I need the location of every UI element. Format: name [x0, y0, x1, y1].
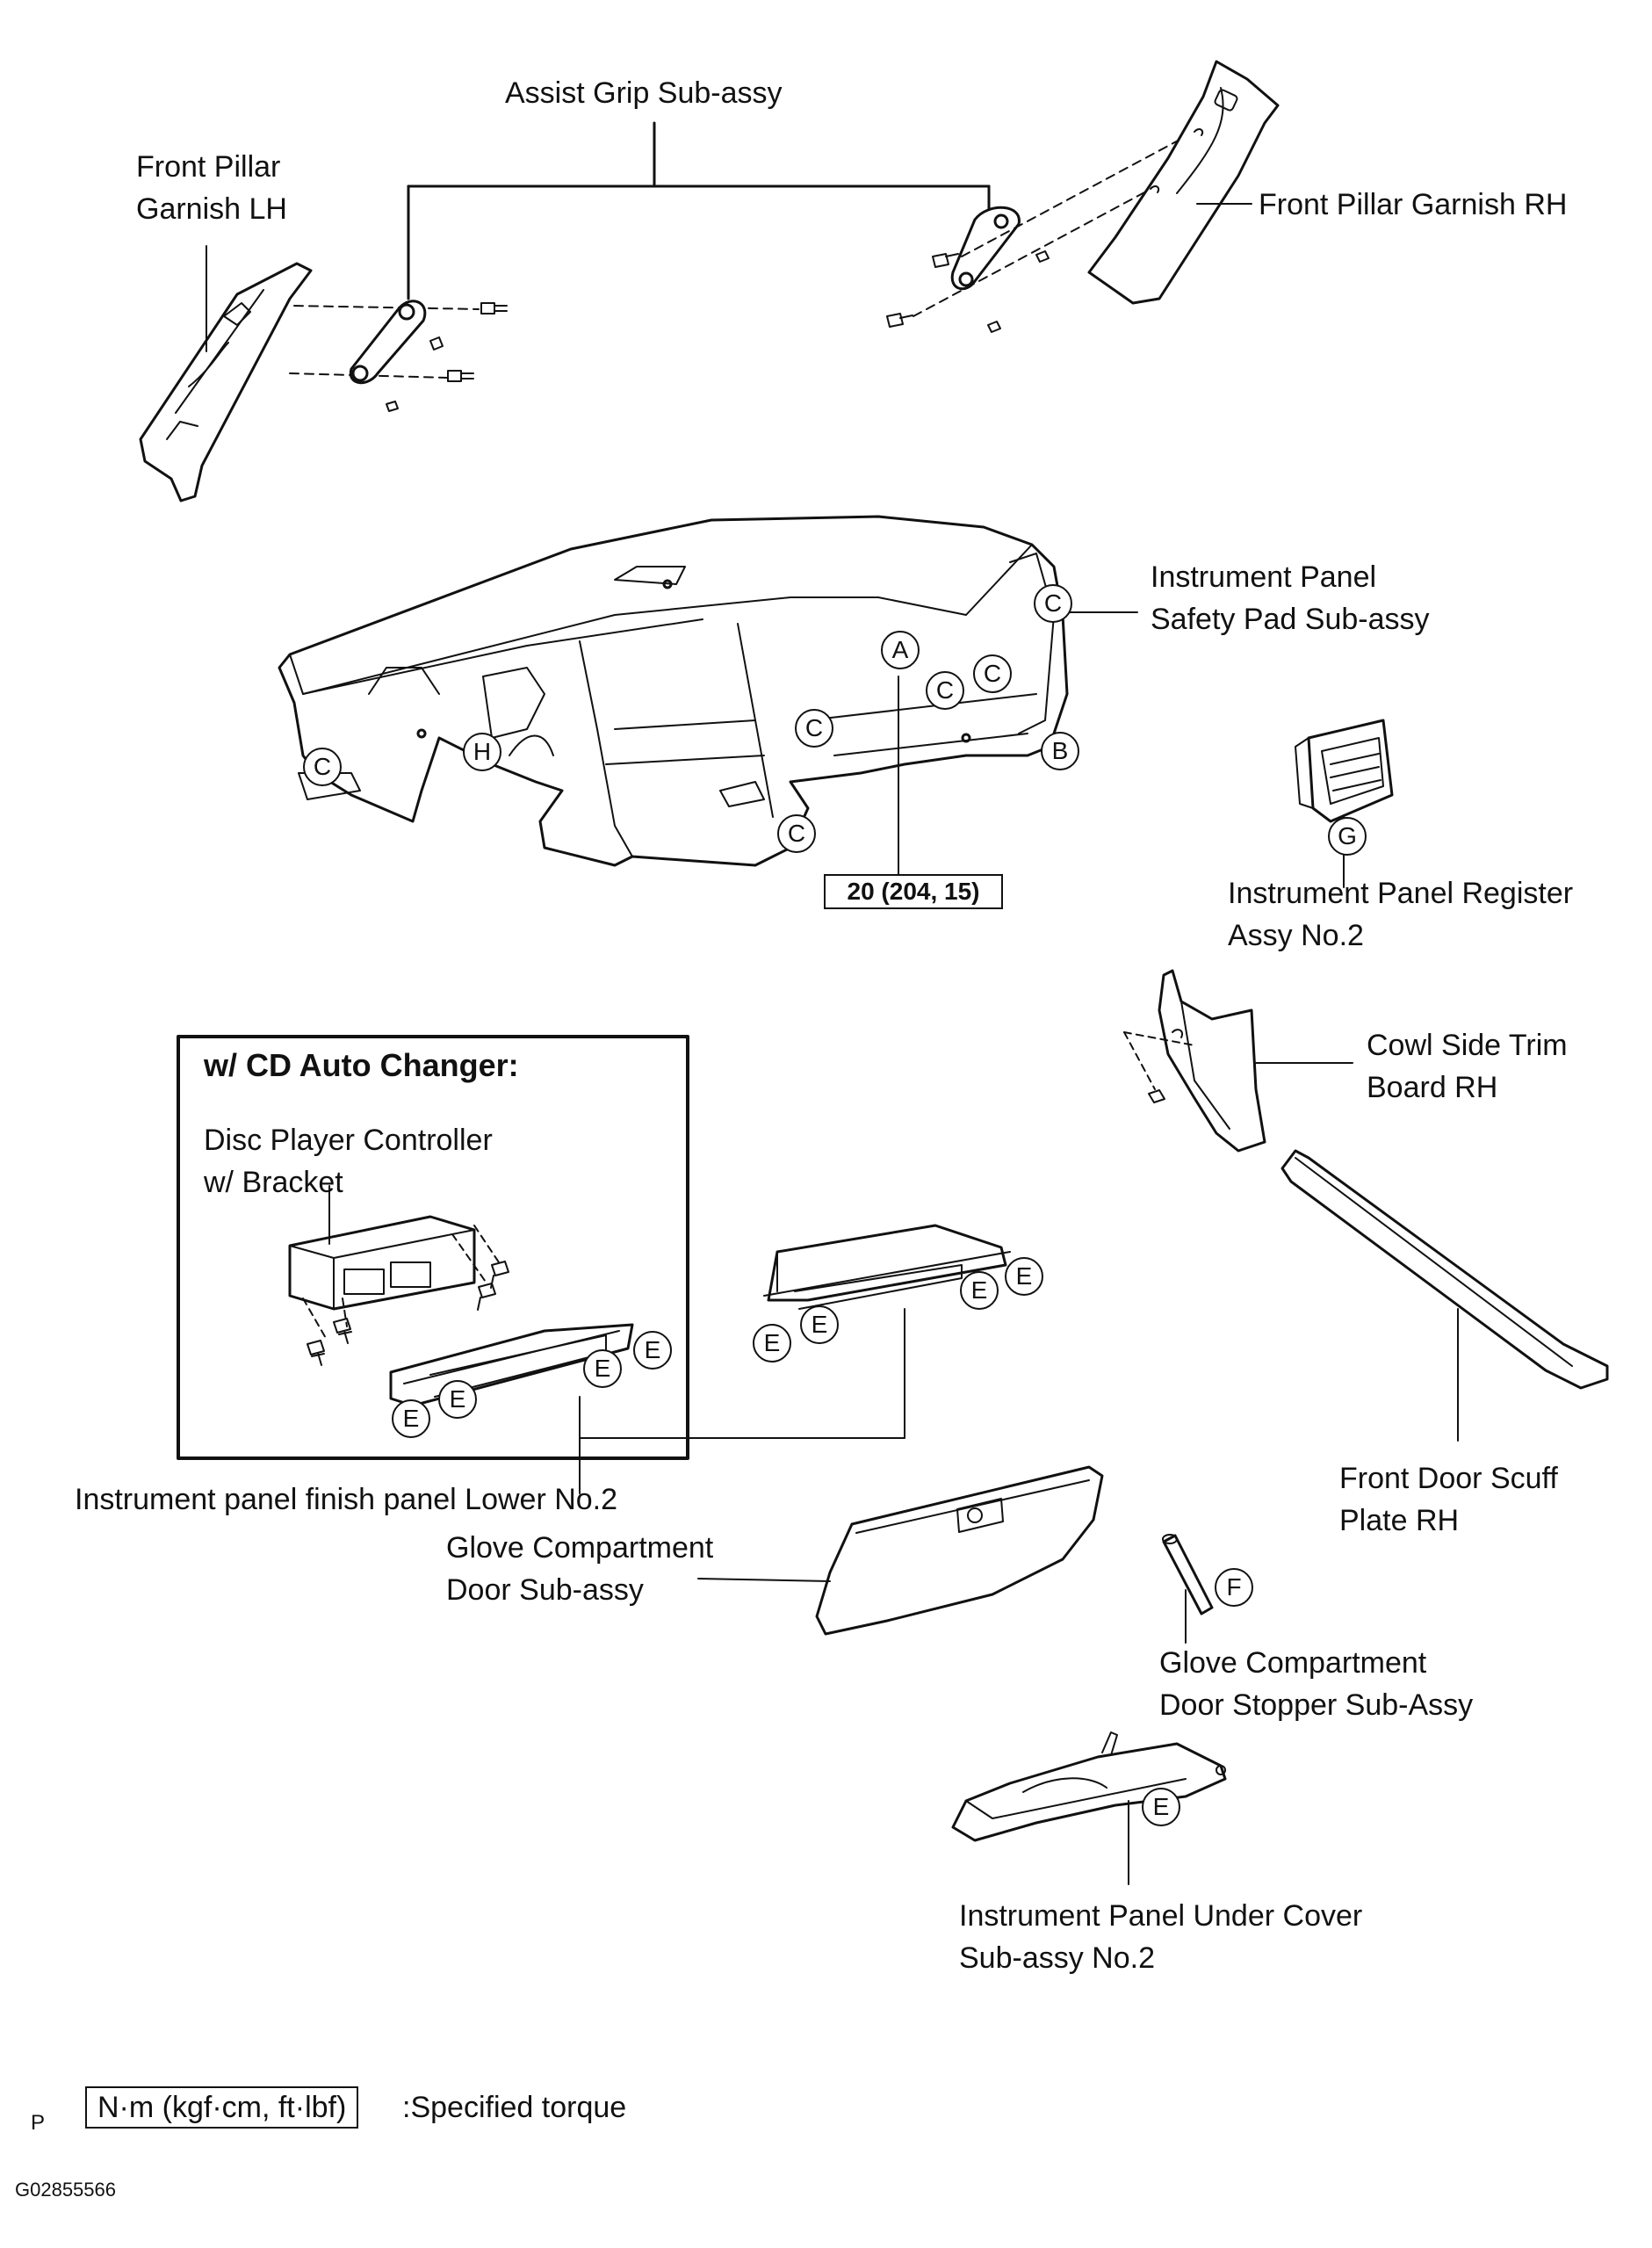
callout-c: C — [926, 671, 964, 710]
callout-e: E — [392, 1399, 430, 1438]
torque-legend-description: :Specified torque — [402, 2091, 627, 2124]
register-label: Instrument Panel Register Assy No.2 — [1228, 872, 1573, 957]
register-line2: Assy No.2 — [1228, 919, 1364, 952]
under-cover-label: Instrument Panel Under Cover Sub-assy No… — [959, 1895, 1362, 1979]
safety-pad-line2: Safety Pad Sub-assy — [1151, 603, 1430, 636]
glove-stopper-line1: Glove Compartment — [1159, 1646, 1427, 1680]
disc-player-controller-part — [288, 1185, 509, 1366]
callout-e: E — [800, 1305, 839, 1344]
front-pillar-garnish-lh-part — [139, 245, 480, 502]
front-pillar-garnish-lh-label: Front Pillar Garnish LH — [136, 146, 287, 230]
cowl-side-trim-line1: Cowl Side Trim — [1367, 1029, 1568, 1062]
cowl-side-trim-label: Cowl Side Trim Board RH — [1367, 1024, 1568, 1109]
safety-pad-label: Instrument Panel Safety Pad Sub-assy — [1151, 556, 1430, 640]
callout-h: H — [463, 733, 501, 771]
instrument-panel-register-part — [1295, 719, 1394, 888]
callout-b: B — [1041, 732, 1079, 770]
scuff-plate-label: Front Door Scuff Plate RH — [1339, 1457, 1558, 1542]
under-cover-line2: Sub-assy No.2 — [959, 1941, 1155, 1975]
disc-player-label: Disc Player Controller w/ Bracket — [204, 1119, 493, 1204]
assist-grip-lh-part — [349, 300, 508, 412]
assist-grip-rh-part — [886, 131, 1195, 333]
front-pillar-garnish-lh-line2: Garnish LH — [136, 192, 287, 226]
cowl-side-trim-line2: Board RH — [1367, 1071, 1498, 1104]
disc-player-line2: w/ Bracket — [204, 1166, 343, 1199]
callout-e: E — [1142, 1788, 1180, 1826]
assist-grip-label: Assist Grip Sub-assy — [505, 76, 783, 110]
front-pillar-garnish-rh-part — [1087, 60, 1280, 305]
cowl-side-trim-board-part — [1123, 969, 1353, 1153]
callout-c: C — [303, 748, 342, 786]
callout-c: C — [795, 709, 833, 748]
disc-player-line1: Disc Player Controller — [204, 1124, 493, 1157]
torque-legend-box: N·m (kgf·cm, ft·lbf) — [85, 2086, 359, 2129]
callout-e: E — [583, 1349, 622, 1388]
scuff-plate-line1: Front Door Scuff — [1339, 1462, 1558, 1495]
scuff-plate-line2: Plate RH — [1339, 1504, 1460, 1537]
legend-prefix: P — [31, 2111, 46, 2135]
front-pillar-garnish-rh-label: Front Pillar Garnish RH — [1259, 188, 1568, 221]
under-cover-line1: Instrument Panel Under Cover — [959, 1899, 1363, 1933]
glove-stopper-line2: Door Stopper Sub-Assy — [1159, 1688, 1474, 1722]
glove-stopper-label: Glove Compartment Door Stopper Sub-Assy — [1159, 1642, 1473, 1726]
callout-e: E — [753, 1324, 791, 1363]
glove-door-stopper-part — [1162, 1534, 1214, 1644]
register-line1: Instrument Panel Register — [1228, 877, 1574, 910]
glove-door-line2: Door Sub-assy — [446, 1573, 644, 1607]
finish-panel-label: Instrument panel finish panel Lower No.2 — [75, 1483, 618, 1516]
cd-changer-inset-frame — [177, 1035, 689, 1460]
glove-door-label: Glove Compartment Door Sub-assy — [446, 1527, 713, 1611]
inset-title: w/ CD Auto Changer: — [204, 1047, 519, 1083]
callout-e: E — [633, 1331, 672, 1370]
glove-door-line1: Glove Compartment — [446, 1531, 714, 1565]
finish-panel-lower-no2-part — [579, 1224, 1011, 1439]
front-door-scuff-plate-part — [1280, 1149, 1609, 1442]
callout-a: A — [881, 631, 920, 669]
callout-e: E — [438, 1380, 477, 1419]
torque-spec-box: 20 (204, 15) — [824, 874, 1003, 909]
callout-g: G — [1328, 817, 1367, 856]
callout-e: E — [1005, 1257, 1043, 1296]
glove-compartment-door-part — [697, 1465, 1104, 1636]
assist-grip-leader — [407, 121, 991, 300]
instrument-panel-under-cover-part — [951, 1731, 1227, 1885]
callout-c: C — [973, 654, 1012, 693]
safety-pad-leaders — [898, 611, 1138, 875]
callout-c: C — [1034, 584, 1072, 623]
safety-pad-line1: Instrument Panel — [1151, 560, 1377, 594]
callout-e: E — [960, 1271, 999, 1310]
instrument-panel-safety-pad-part — [278, 515, 1069, 867]
callout-c: C — [777, 814, 816, 853]
figure-code: G02855566 — [15, 2179, 116, 2201]
front-pillar-garnish-lh-line1: Front Pillar — [136, 150, 281, 184]
callout-f: F — [1215, 1568, 1253, 1607]
